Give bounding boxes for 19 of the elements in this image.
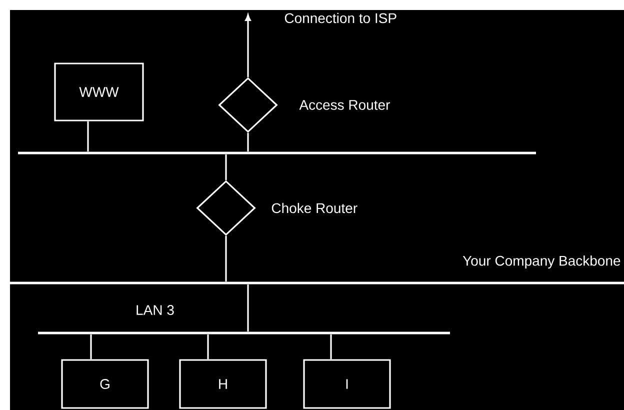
connector-line (225, 154, 227, 180)
bus-line (18, 152, 536, 154)
connector-line (247, 284, 249, 332)
node-label: LAN 3 (136, 305, 174, 315)
node-label: Choke Router (272, 202, 358, 214)
host-box: I (303, 359, 391, 409)
host-box: H (179, 359, 267, 409)
connector-line (207, 334, 209, 360)
connector-line (225, 236, 227, 282)
edge-label: Connection to ISP (284, 12, 396, 24)
connector-line (87, 121, 89, 152)
node-label: Access Router (299, 100, 390, 110)
host-box: WWW (54, 62, 144, 122)
node-label: Your Company Backbone (462, 255, 620, 269)
connector-line (245, 14, 251, 78)
connector-line (247, 132, 249, 152)
connector-line (90, 334, 92, 360)
connector-line (330, 334, 332, 360)
host-box: G (61, 359, 149, 409)
